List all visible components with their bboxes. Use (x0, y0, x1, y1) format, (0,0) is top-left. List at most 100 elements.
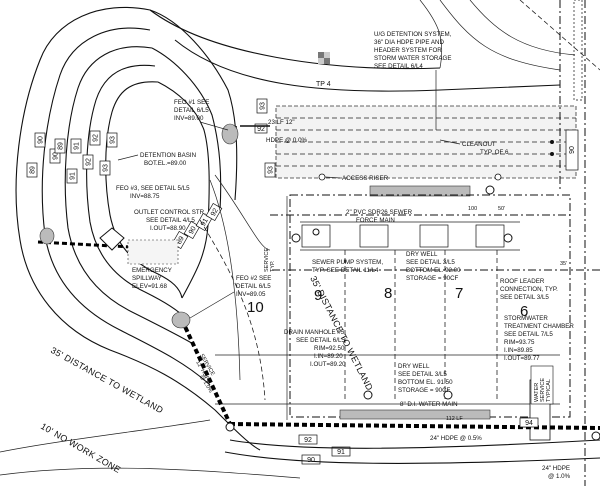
contour-label: 92 (210, 207, 220, 217)
unit-number: 8 (384, 285, 392, 302)
svg-text:I.OUT=88.90: I.OUT=88.90 (150, 225, 186, 232)
callout-drain-manhole: DRAIN MANHOLE #5 SEE DETAIL 6/L5 RIM=92.… (284, 329, 346, 368)
contour-label: 89 (30, 166, 37, 174)
label-no-work-zone: 10' NO WORK ZONE (39, 421, 122, 475)
svg-text:INV=89.00: INV=89.00 (174, 115, 204, 122)
contour-label: 90 (569, 146, 576, 154)
label-distance-to-wetland-left: 35' DISTANCE TO WETLAND (49, 345, 165, 415)
label-pipe-right-1: 24" HDPE (542, 465, 570, 472)
contour-label: 93 (103, 164, 110, 172)
svg-text:DRY WELL: DRY WELL (398, 363, 430, 370)
unit-number: 6 (520, 303, 528, 320)
contour-label: 92 (86, 158, 93, 166)
test-pit-marker: TP 4 (316, 52, 331, 88)
contour-label: 90 (307, 457, 315, 464)
callout-emergency-spillway: EMERGENCY SPILLWAY ELEV=91.68 (132, 267, 172, 290)
label-pipe-bottom: 24" HDPE @ 0.5% (430, 435, 482, 442)
label-50: 50' (498, 206, 505, 212)
contour-label: 90 (53, 152, 60, 160)
building-grid (215, 194, 600, 420)
callout-dry-well-1: DRY WELL SEE DETAIL 3/L5 BOTTOM EL. 92.0… (406, 251, 461, 282)
contour-label: 93 (268, 166, 275, 174)
callout-pipe-23lf: 23 LF 12" HDPE @ 0.0% (266, 119, 308, 144)
label-112lf: 112 LF (446, 416, 463, 422)
svg-text:SEE DETAIL 3/L5: SEE DETAIL 3/L5 (500, 294, 549, 301)
svg-text:SEE DETAIL 6/L4: SEE DETAIL 6/L4 (374, 63, 423, 70)
callout-detention-basin: DETENTION BASIN BOT.EL.=89.00 (117, 152, 196, 167)
svg-text:BOTTOM EL. 92.00: BOTTOM EL. 92.00 (406, 267, 461, 274)
svg-text:TYP.: TYP. (270, 260, 276, 272)
contour-label-boxes: 89 90 91 92 93 89 90 91 92 93 89 90 91 9… (26, 98, 539, 465)
svg-text:FEO #1 SEE: FEO #1 SEE (174, 99, 209, 106)
tp-label: TP 4 (316, 81, 331, 88)
callout-sewer-force-main: 2" PVC SDR26 SEWER FORCE MAIN (346, 209, 413, 224)
contour-label: 92 (93, 134, 100, 142)
svg-text:ACCESS RISER: ACCESS RISER (342, 175, 389, 182)
svg-text:INV=89.05: INV=89.05 (236, 291, 266, 298)
svg-text:SERVICE: SERVICE (540, 378, 546, 402)
svg-text:FEO #3, SEE DETAIL 5/L5: FEO #3, SEE DETAIL 5/L5 (116, 185, 190, 192)
svg-text:WATER: WATER (534, 383, 540, 402)
svg-text:STORM WATER STORAGE: STORM WATER STORAGE (374, 55, 451, 62)
svg-text:TYP. SEE DETAIL 11/L4: TYP. SEE DETAIL 11/L4 (312, 267, 379, 274)
contour-label: 89 (58, 142, 65, 150)
label-water-main: 8" D.I. WATER MAIN (400, 401, 458, 408)
label-94: 94 (525, 420, 533, 427)
unit-number: 9 (314, 287, 322, 304)
svg-text:2" PVC SDR26 SEWER: 2" PVC SDR26 SEWER (346, 209, 413, 216)
callout-access-riser: ACCESS RISER (324, 175, 389, 182)
svg-text:DETAIL 6/L5: DETAIL 6/L5 (236, 283, 271, 290)
callout-roof-leader: ROOF LEADER CONNECTION, TYP. SEE DETAIL … (498, 276, 564, 302)
callout-pipe-left: SERVICE 12" HDPE @ 1.0% (194, 353, 215, 394)
ug-detention-system (275, 105, 577, 197)
contour-label: 92 (304, 437, 312, 444)
svg-text:DRY WELL: DRY WELL (406, 251, 438, 258)
svg-text:HEADER SYSTEM FOR: HEADER SYSTEM FOR (374, 47, 442, 54)
contour-label: 90 (188, 225, 198, 235)
svg-text:I.OUT=89.20: I.OUT=89.20 (310, 361, 346, 368)
callout-cleanout: CLEANOUT TYP. OF 6 (439, 139, 509, 156)
svg-text:RIM=93.75: RIM=93.75 (504, 339, 535, 346)
svg-text:36" DIA HDPE PIPE AND: 36" DIA HDPE PIPE AND (374, 39, 444, 46)
callout-feo-3: FEO #3, SEE DETAIL 5/L5 INV=88.75 (116, 185, 190, 200)
right-utilities: 90 (529, 0, 586, 486)
label-35: 35' (560, 261, 567, 267)
svg-text:TYP. OF 6: TYP. OF 6 (480, 149, 509, 156)
svg-text:INV=88.75: INV=88.75 (130, 193, 160, 200)
callout-outlet-control: OUTLET CONTROL STR. SEE DETAIL 4/L5 I.OU… (134, 209, 206, 232)
svg-text:DRAIN MANHOLE #5: DRAIN MANHOLE #5 (284, 329, 345, 336)
contour-label: 91 (74, 142, 81, 150)
svg-text:I.IN=89.85: I.IN=89.85 (504, 347, 533, 354)
svg-text:EMERGENCY: EMERGENCY (132, 267, 172, 274)
svg-text:CLEANOUT: CLEANOUT (462, 141, 496, 148)
misc-lines (199, 174, 271, 401)
svg-text:CONNECTION, TYP.: CONNECTION, TYP. (500, 286, 558, 293)
svg-text:SERVICE: SERVICE (264, 248, 270, 272)
svg-text:STORAGE = 90CF: STORAGE = 90CF (406, 275, 459, 282)
callout-dry-well-2: DRY WELL SEE DETAIL 3/L5 BOTTOM EL. 91.5… (398, 363, 453, 394)
svg-text:HDPE @ 0.0%: HDPE @ 0.0% (266, 137, 308, 144)
callout-feo-2: FEO #2 SEE DETAIL 6/L5 INV=89.05 (189, 275, 271, 319)
svg-text:SEE DETAIL 7/L5: SEE DETAIL 7/L5 (504, 331, 553, 338)
svg-text:@ 1.0%: @ 1.0% (198, 374, 213, 394)
contour-label: 89 (176, 235, 186, 245)
callout-ug-detention: U/G DETENTION SYSTEM, 36" DIA HDPE PIPE … (374, 31, 452, 130)
contour-label: 93 (110, 136, 117, 144)
svg-text:TREATMENT CHAMBER: TREATMENT CHAMBER (504, 323, 574, 330)
svg-text:I.OUT=89.77: I.OUT=89.77 (504, 355, 540, 362)
unit-number: 7 (455, 285, 463, 302)
contour-label: 91 (337, 449, 345, 456)
svg-text:FORCE MAIN: FORCE MAIN (356, 217, 395, 224)
svg-text:SEE DETAIL 3/L5: SEE DETAIL 3/L5 (398, 371, 447, 378)
callout-sewer-pump: SEWER PUMP SYSTEM, TYP. SEE DETAIL 11/L4 (312, 259, 383, 274)
svg-text:DETAIL 6/L5: DETAIL 6/L5 (174, 107, 209, 114)
svg-text:DETENTION BASIN: DETENTION BASIN (140, 152, 196, 159)
svg-text:ELEV=91.68: ELEV=91.68 (132, 283, 167, 290)
svg-text:ROOF LEADER: ROOF LEADER (500, 278, 545, 285)
svg-text:BOTTOM EL. 91.50: BOTTOM EL. 91.50 (398, 379, 453, 386)
detention-basin-contours (15, 6, 261, 451)
svg-text:OUTLET CONTROL STR.: OUTLET CONTROL STR. (134, 209, 206, 216)
unit-number: 10 (247, 299, 264, 316)
contour-label: 93 (260, 102, 267, 110)
